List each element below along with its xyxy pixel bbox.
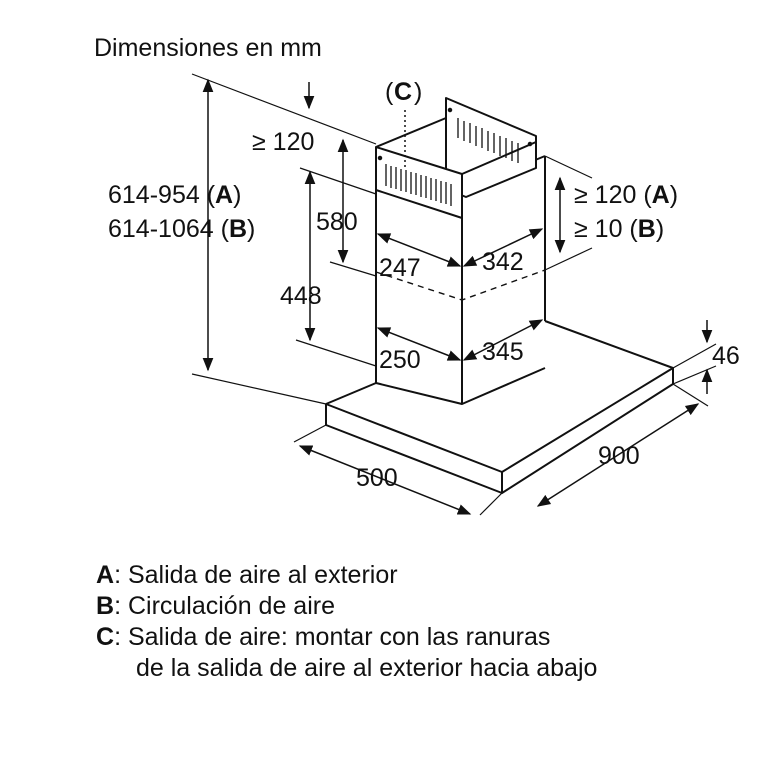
diagram-title: Dimensiones en mm — [94, 34, 322, 62]
legend-item-c-continuation: de la salida de aire al exterior hacia a… — [136, 654, 598, 682]
dim-height-b-label: 614-1064 (B) — [108, 215, 255, 243]
dim-46-label: 46 — [712, 342, 740, 370]
callout-c-label: C — [394, 78, 412, 106]
depth-342-arrow — [462, 228, 544, 267]
dim-342-label: 342 — [482, 248, 524, 276]
dim-580-label: 580 — [316, 208, 358, 236]
legend-text-a: : Salida de aire al exterior — [114, 561, 398, 589]
legend-key-a: A — [96, 561, 115, 589]
legend-text-c: : Salida de aire: montar con las ranuras — [114, 623, 551, 651]
width-900-arrow — [536, 403, 700, 507]
depth-500-arrow — [298, 445, 472, 515]
svg-text:(: ( — [385, 78, 394, 106]
svg-text:): ) — [414, 78, 422, 106]
legend-key-b: B — [96, 592, 115, 620]
dim-120-top-label: ≥ 120 — [252, 128, 314, 156]
legend: A: Salida de aire al exterior B: Circula… — [96, 560, 597, 684]
vent-slots — [377, 107, 533, 206]
dim-247-label: 247 — [379, 254, 421, 282]
width-250-arrow — [376, 327, 462, 361]
legend-item-a: A: Salida de aire al exterior — [96, 560, 597, 591]
dimension-arrows — [202, 78, 713, 515]
legend-key-c: C — [96, 623, 115, 651]
dim-10-right-label: ≥ 10 (B) — [574, 215, 664, 243]
legend-text-b: : Circulación de aire — [114, 592, 335, 620]
dim-120-right-label: ≥ 120 (A) — [574, 181, 678, 209]
dim-500-label: 500 — [356, 464, 398, 492]
dim-900-label: 900 — [598, 442, 640, 470]
dim-height-a-label: 614-954 (A) — [108, 181, 241, 209]
dim-448-label: 448 — [280, 282, 322, 310]
dim-250-label: 250 — [379, 346, 421, 374]
callout-c: ( C ) — [385, 78, 422, 168]
dim-345-label: 345 — [482, 338, 524, 366]
depth-345-arrow — [462, 319, 544, 361]
legend-item-b: B: Circulación de aire — [96, 591, 597, 622]
legend-item-c: C: Salida de aire: montar con las ranura… — [96, 622, 597, 653]
width-247-arrow — [376, 233, 462, 267]
